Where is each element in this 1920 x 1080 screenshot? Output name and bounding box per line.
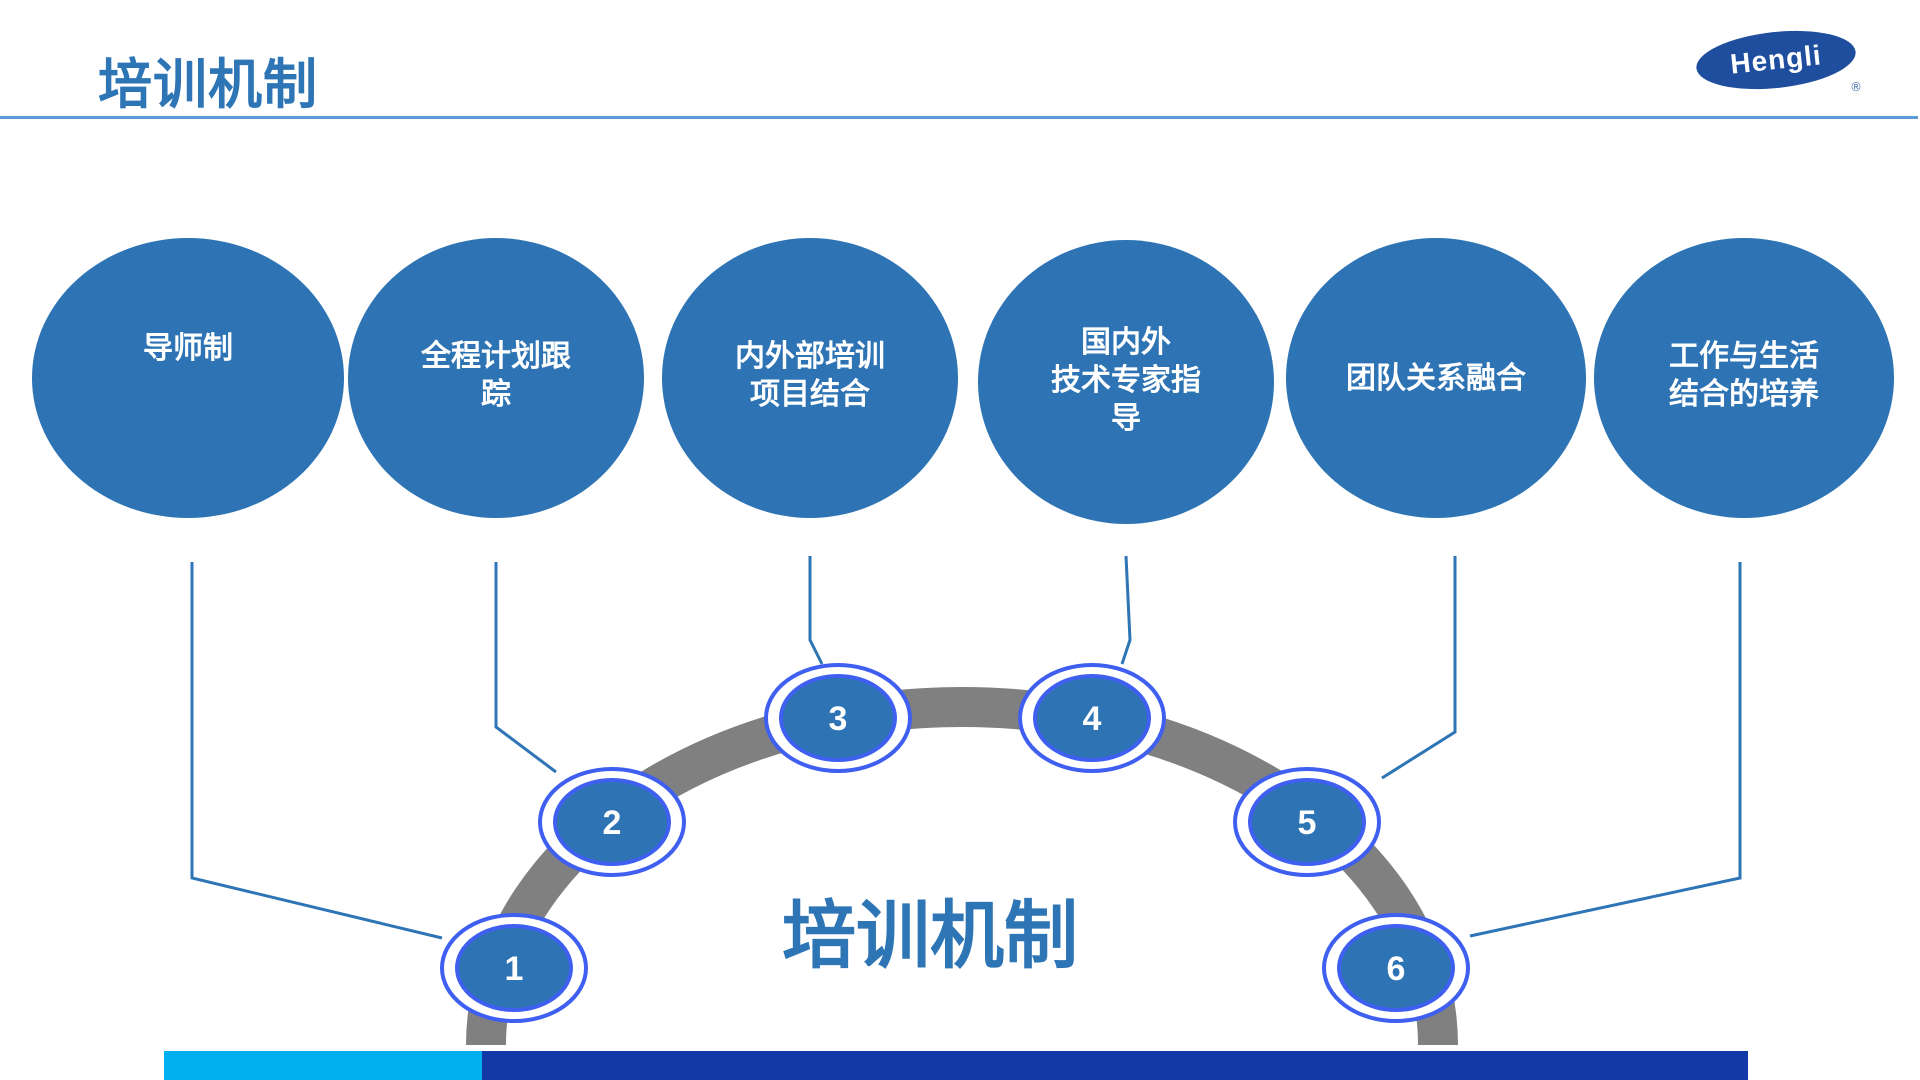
bubble-label-line: 结合的培养: [1669, 377, 1819, 412]
step-badge-1: 1: [440, 913, 588, 1023]
bubble-label-line: 团队关系融合: [1346, 361, 1526, 396]
footer-bar-accent: [164, 1051, 482, 1080]
footer-bar-main: [482, 1051, 1748, 1080]
bubble-label-line: 导师制: [143, 331, 233, 366]
badge-inner: [455, 924, 573, 1012]
badge-inner: [779, 674, 897, 762]
connector-line-5: [1381, 556, 1457, 780]
bubble-label-line: 项目结合: [750, 377, 870, 412]
badge-number: 2: [603, 804, 622, 842]
bubble-shape: [978, 240, 1274, 524]
registered-mark-icon: ®: [1850, 80, 1862, 94]
connector-line-6: [1469, 562, 1742, 938]
bubble-label-line: 工作与生活: [1669, 339, 1819, 374]
header-divider: [0, 116, 1918, 119]
bubble-shape: [32, 238, 344, 518]
bubble-shape: [348, 238, 644, 518]
connector-line-4: [1120, 555, 1132, 665]
badge-number: 4: [1083, 700, 1102, 738]
bubble-label-line: 国内外: [1081, 325, 1171, 360]
bubble-label-line: 内外部培训: [735, 339, 885, 374]
mechanism-bubble-5: 团队关系融合: [1286, 238, 1586, 518]
step-badge-6: 6: [1322, 913, 1470, 1023]
step-badge-5: 5: [1233, 767, 1381, 877]
badge-number: 5: [1298, 804, 1317, 842]
badge-inner: [1337, 924, 1455, 1012]
bubble-shape: [1594, 238, 1894, 518]
step-badge-4: 4: [1018, 663, 1166, 773]
badge-number: 6: [1387, 950, 1406, 988]
badge-number: 1: [505, 950, 524, 988]
step-badge-3: 3: [764, 663, 912, 773]
progress-arc: [466, 687, 1458, 1046]
bubble-shape: [1286, 238, 1586, 518]
connector-line-2: [494, 562, 557, 774]
bubble-label-line: 全程计划跟: [420, 339, 571, 374]
bubble-label-line: 踪: [481, 377, 511, 412]
bubble-label-line: 导: [1111, 401, 1141, 436]
step-badge-2: 2: [538, 767, 686, 877]
badge-inner: [1248, 778, 1366, 866]
mechanism-bubble-1: 导师制: [32, 238, 344, 518]
connector-line-3: [808, 556, 824, 665]
badge-inner: [553, 778, 671, 866]
bubble-label-line: 技术专家指: [1051, 363, 1201, 398]
connector-line-1: [190, 562, 443, 940]
badge-number: 3: [829, 700, 848, 738]
badge-inner: [1033, 674, 1151, 762]
bubble-shape: [662, 238, 958, 518]
center-title: 培训机制: [782, 893, 1078, 979]
page-title: 培训机制: [98, 53, 318, 116]
